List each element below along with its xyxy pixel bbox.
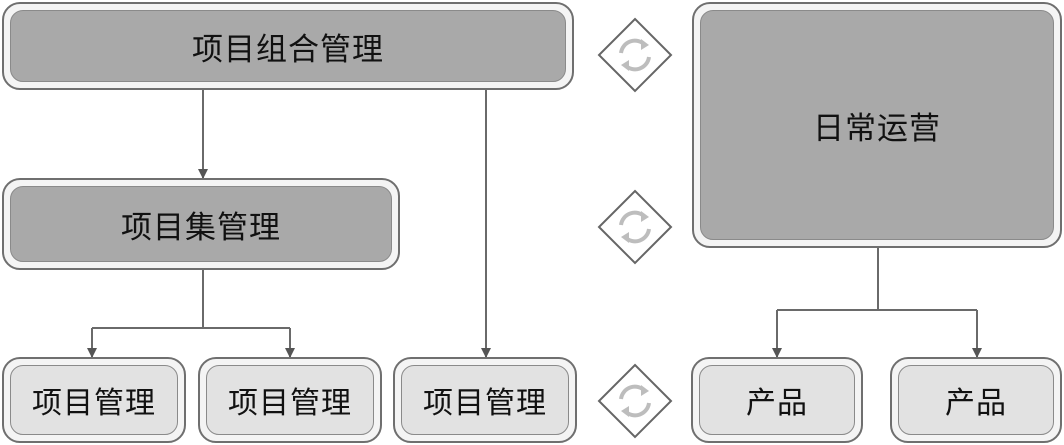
operations-box: 日常运营 [692, 2, 1062, 248]
sync-icon [597, 189, 673, 265]
product-box-1: 产品 [691, 357, 863, 443]
program-management-label: 项目集管理 [10, 186, 392, 262]
sync-icon [597, 363, 673, 439]
portfolio-management-box: 项目组合管理 [2, 2, 574, 90]
program-management-box: 项目集管理 [2, 178, 400, 270]
portfolio-management-label: 项目组合管理 [10, 10, 566, 82]
project-management-label: 项目管理 [10, 365, 178, 435]
product-label: 产品 [898, 365, 1054, 435]
sync-icon [597, 17, 673, 93]
product-box-2: 产品 [890, 357, 1062, 443]
project-management-label: 项目管理 [206, 365, 374, 435]
product-label: 产品 [699, 365, 855, 435]
project-management-box-2: 项目管理 [198, 357, 382, 443]
project-management-label: 项目管理 [401, 365, 569, 435]
project-management-box-1: 项目管理 [2, 357, 186, 443]
operations-label: 日常运营 [700, 10, 1054, 240]
project-management-box-3: 项目管理 [393, 357, 577, 443]
